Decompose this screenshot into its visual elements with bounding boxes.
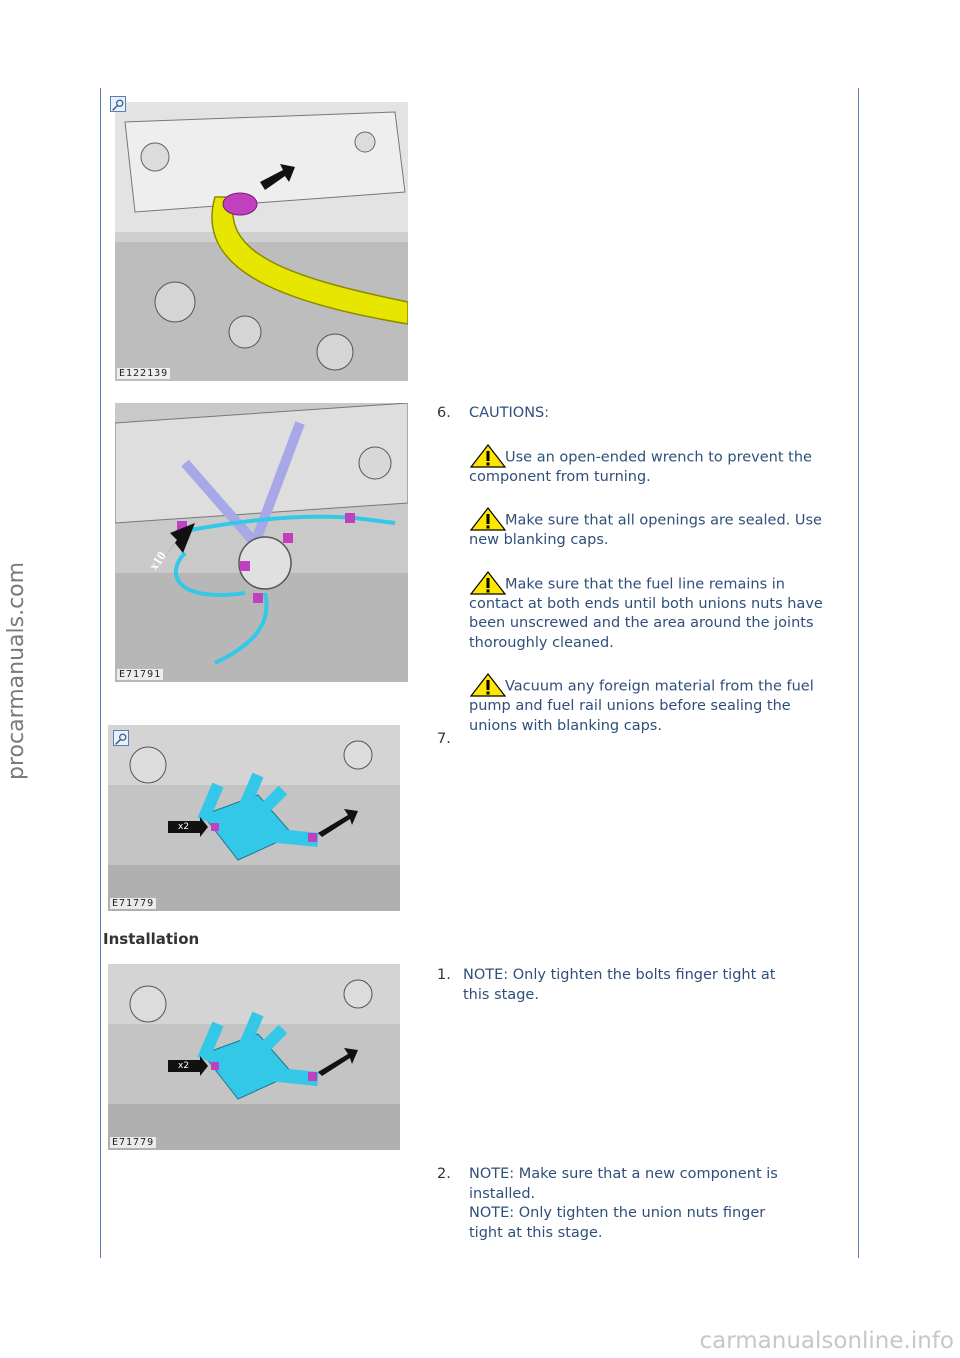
engine-illustration-4 (108, 964, 400, 1150)
step-number: 2. (437, 1166, 451, 1182)
left-margin-rule (100, 88, 101, 1258)
side-watermark: procarmanuals.com (4, 561, 29, 780)
figure-fuel-lines: x10 E71791 (115, 403, 408, 682)
warning-icon (469, 673, 507, 697)
figure-code: E122139 (117, 368, 171, 379)
warning-icon (469, 507, 507, 531)
note-line: NOTE: Make sure that a new component is (469, 1166, 778, 1182)
figure-fuel-pipe: E122139 (115, 102, 408, 381)
note-line: tight at this stage. (469, 1224, 603, 1241)
note-line: NOTE: Only tighten the union nuts finger (469, 1205, 766, 1221)
figure-code: E71779 (110, 1137, 157, 1148)
caution-4: Vacuum any foreign material from the fue… (469, 673, 839, 736)
caution-3: Make sure that the fuel line remains in … (469, 570, 839, 654)
footer-watermark: carmanualsonline.info (699, 1328, 954, 1354)
zoom-icon[interactable] (110, 96, 126, 112)
cautions-heading: CAUTIONS: (469, 405, 550, 421)
engine-illustration-2 (115, 403, 408, 682)
note-line: installed. (469, 1185, 536, 1202)
right-margin-rule (858, 88, 859, 1258)
callout-x2: x2 (178, 822, 190, 832)
note-line: this stage. (463, 986, 539, 1003)
caution-1: Use an open-ended wrench to prevent the … (469, 443, 839, 488)
figure-code: E71779 (110, 898, 157, 909)
figure-code: E71791 (117, 669, 164, 680)
caution-2: Make sure that all openings are sealed. … (469, 507, 839, 551)
zoom-icon[interactable] (113, 730, 129, 746)
figure-pump-tool: x2 E71779 (108, 725, 400, 911)
step-number: 1. (437, 967, 451, 983)
callout-x2: x2 (178, 1061, 190, 1071)
warning-icon (469, 443, 507, 468)
engine-illustration-3 (108, 725, 400, 911)
warning-icon (469, 570, 507, 595)
figure-pump-tool-install: x2 E71779 (108, 964, 400, 1150)
step-number: 7. (437, 731, 451, 747)
note-line: NOTE: Only tighten the bolts finger tigh… (463, 967, 776, 983)
step-number: 6. (437, 405, 451, 421)
engine-illustration-1 (115, 102, 408, 381)
section-heading-installation: Installation (103, 930, 200, 948)
